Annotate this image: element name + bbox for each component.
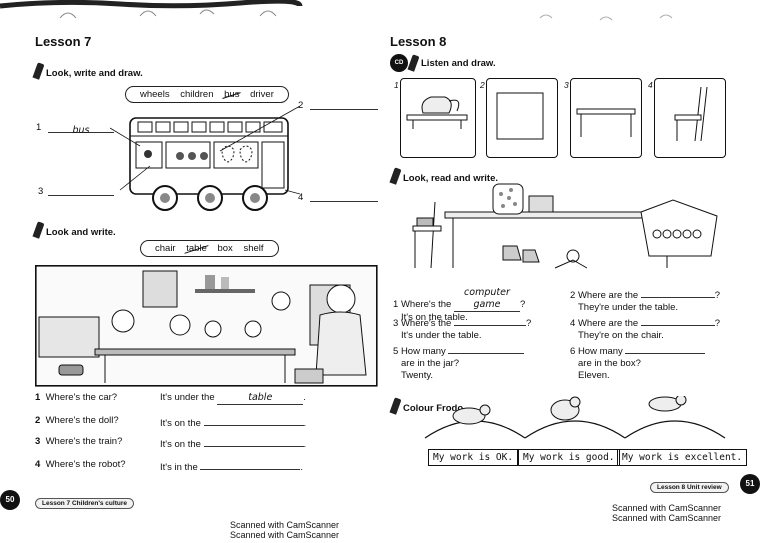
question-2: 2 Where's the doll?	[35, 415, 119, 426]
left-instruction-2: Look and write.	[32, 221, 116, 239]
bus-illustration	[110, 106, 300, 211]
qa-1-line: computer game	[453, 287, 520, 312]
bus-label-4-number: 4	[298, 192, 304, 203]
classroom-illustration	[35, 265, 378, 387]
word-children: children	[180, 89, 214, 100]
qa-2: 2 Where are the ? They're under the tabl…	[570, 287, 750, 314]
bus-label-2-number: 2	[298, 100, 304, 111]
word-chair: chair	[155, 243, 176, 254]
answer-2-line	[203, 415, 304, 426]
right-instruction-1: CD Listen and draw.	[390, 54, 496, 72]
work-good-button[interactable]: My work is good.	[518, 449, 620, 466]
frame-4-number: 4	[648, 80, 653, 90]
answer-1: It's under the table.	[160, 392, 306, 405]
right-lesson-title: Lesson 8	[390, 34, 447, 49]
bus-label-1-line: bus	[48, 120, 114, 136]
qa-3-line	[453, 315, 526, 326]
qa-2-line	[640, 287, 715, 298]
draw-frame-1	[400, 78, 476, 158]
pencil-icon	[32, 221, 45, 239]
frame-3-number: 3	[564, 80, 569, 90]
answer-3-line	[203, 436, 304, 447]
frodo-frogs-illustration	[424, 396, 726, 439]
bus-label-3-line	[48, 184, 114, 196]
pencil-icon	[389, 167, 402, 185]
qa-5-answer: Twenty.	[401, 370, 434, 381]
work-ok-button[interactable]: My work is OK.	[428, 449, 519, 466]
qa-2-answer: They're under the table.	[578, 302, 679, 313]
word-bus-crossed: bus	[224, 89, 240, 100]
qa-1-answer: It's on the table.	[401, 312, 468, 323]
room-scene-illustration	[412, 183, 718, 269]
qa-3-answer: It's under the table.	[401, 330, 482, 341]
qa-5-question-cont: are in the jar?	[401, 358, 460, 369]
answer-1-line: table	[217, 392, 304, 405]
pencil-icon	[32, 62, 45, 80]
word-table-crossed: table	[186, 243, 207, 254]
chair-drawing	[674, 86, 708, 142]
answer-4-line	[200, 459, 301, 470]
qa-5-line	[448, 343, 525, 354]
answer-4: It's in the .	[160, 459, 303, 474]
table-drawing	[576, 108, 636, 137]
cd-icon: CD	[390, 54, 408, 72]
bus-label-4-line	[310, 190, 378, 202]
qa-6: 6 How many are in the box? Eleven.	[570, 343, 750, 382]
left-page-number: 50	[0, 490, 20, 510]
answer-3: It's on the .	[160, 436, 306, 451]
question-3: 3 Where's the train?	[35, 436, 123, 447]
qa-3: 3 Where's the ? It's under the table.	[393, 315, 563, 342]
top-decoration	[0, 0, 673, 21]
box-drawing	[496, 92, 544, 140]
pencil-icon	[407, 54, 420, 72]
word-shelf: shelf	[243, 243, 264, 254]
left-footer: Lesson 7 Children's culture	[35, 498, 134, 509]
word-box-2: chair table box shelf	[140, 240, 279, 257]
frame-1-number: 1	[394, 80, 399, 90]
question-4: 4 Where's the robot?	[35, 459, 126, 470]
jug-on-shelf-drawing	[406, 96, 468, 129]
bus-label-1-answer: bus	[72, 125, 90, 136]
qa-4-answer: They're on the chair.	[578, 330, 664, 341]
scanner-note-right: Scanned with CamScanner Scanned with Cam…	[612, 503, 722, 523]
qa-6-answer: Eleven.	[578, 370, 610, 381]
qa-6-question-cont: are in the box?	[578, 358, 641, 369]
work-excellent-button[interactable]: My work is excellent.	[617, 449, 748, 466]
right-footer: Lesson 8 Unit review	[650, 482, 729, 493]
bus-label-1-number: 1	[36, 122, 42, 133]
word-box-1: wheels children bus driver	[125, 86, 289, 103]
question-1: 1 Where's the car?	[35, 392, 118, 403]
draw-frame-3	[570, 78, 642, 158]
draw-frame-2	[486, 78, 558, 158]
word-wheels: wheels	[140, 89, 170, 100]
left-lesson-title: Lesson 7	[35, 34, 92, 49]
qa-4: 4 Where are the ? They're on the chair.	[570, 315, 750, 342]
frame-2-number: 2	[480, 80, 485, 90]
right-instruction-2: Look, read and write.	[389, 167, 498, 185]
scanner-note-left: Scanned with CamScanner Scanned with Cam…	[230, 520, 340, 540]
answer-2: It's on the .	[160, 415, 306, 430]
word-box: box	[217, 243, 233, 254]
qa-6-line	[625, 343, 706, 354]
left-instruction-1: Look, write and draw.	[32, 62, 143, 80]
qa-1: 1 Where's the computer game? It's on the…	[393, 287, 563, 324]
bus-label-2-line	[310, 98, 378, 110]
qa-4-line	[640, 315, 715, 326]
bus-label-3-number: 3	[38, 186, 44, 197]
right-page-number: 51	[740, 474, 760, 494]
draw-frame-4	[654, 78, 726, 158]
qa-5: 5 How many are in the jar? Twenty.	[393, 343, 563, 382]
right-instruction-3: Colour Frodo.	[389, 397, 466, 415]
pencil-icon	[389, 397, 402, 415]
word-driver: driver	[250, 89, 274, 100]
